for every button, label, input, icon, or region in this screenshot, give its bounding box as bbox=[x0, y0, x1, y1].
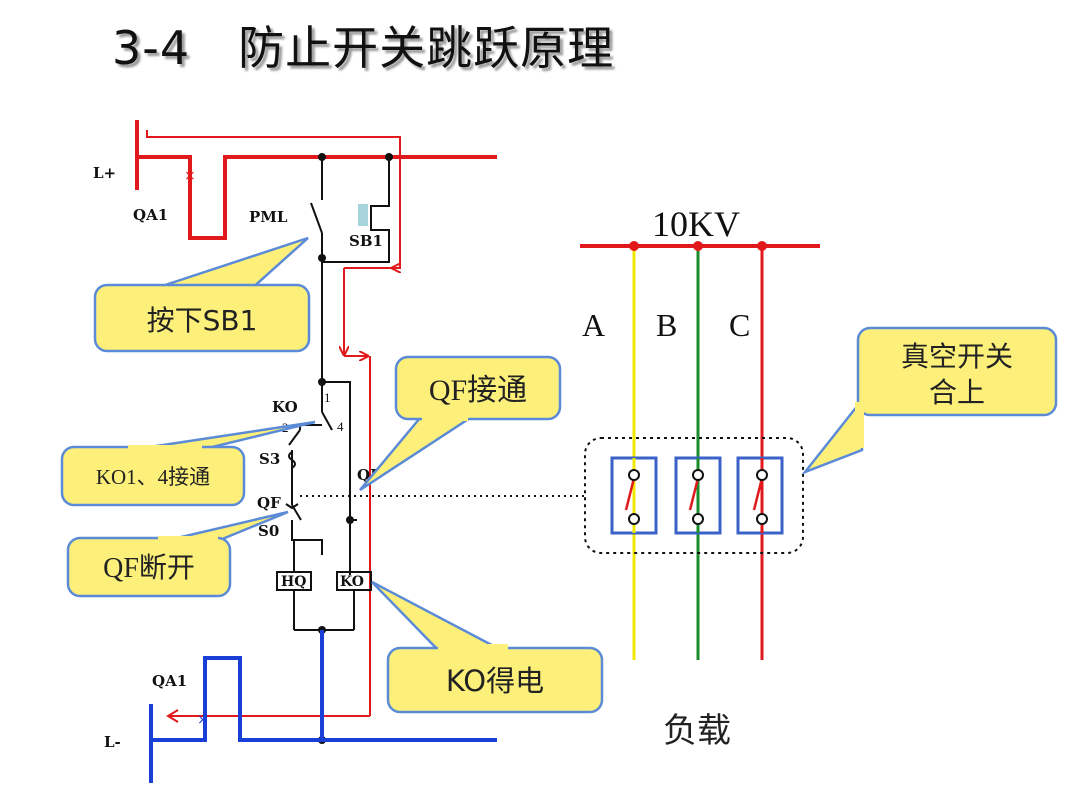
callout-ko-energized: KO得电 bbox=[371, 580, 604, 714]
phase-a-label: A bbox=[582, 307, 605, 343]
vacuum-switch-poles bbox=[610, 456, 784, 535]
sb1-button-head bbox=[358, 204, 368, 226]
s3-spring-icon bbox=[288, 451, 296, 469]
callout-qf-off: QF断开 bbox=[66, 510, 289, 598]
voltage-label: 10KV bbox=[652, 204, 740, 244]
phase-b-label: B bbox=[656, 307, 677, 343]
pml-label: PML bbox=[249, 208, 288, 226]
l-minus-label: L- bbox=[104, 733, 121, 751]
pin-4-label: 4 bbox=[337, 419, 344, 434]
l-plus-bus bbox=[135, 120, 497, 240]
qa1-top-label: QA1 bbox=[133, 206, 168, 224]
qa1-bottom-cross-mark: × bbox=[197, 712, 209, 728]
sb1-label: SB1 bbox=[349, 232, 383, 250]
s0-label: S0 bbox=[258, 522, 279, 540]
callout-vacuum-line1: 真空开关 bbox=[901, 340, 1013, 373]
callout-ko1-4-text: KO1、4接通 bbox=[96, 465, 210, 489]
title-text: 防止开关跳跃原理 bbox=[238, 21, 615, 75]
l-minus-bus bbox=[149, 630, 497, 783]
s3-label: S3 bbox=[259, 450, 280, 468]
qf-label: QF bbox=[257, 494, 281, 512]
control-circuit bbox=[276, 157, 390, 631]
ko-label: KO bbox=[272, 398, 298, 416]
current-flow-arrows bbox=[146, 130, 401, 723]
vacuum-switch-enclosure bbox=[584, 437, 804, 554]
callout-vacuum-closed: 真空开关 合上 bbox=[801, 326, 1058, 475]
callout-ko1-4: KO1、4接通 bbox=[60, 420, 316, 507]
callout-qf-on: QF接通 bbox=[359, 355, 562, 492]
callout-ko-energized-text: KO得电 bbox=[446, 664, 544, 698]
pin-1-label: 1 bbox=[324, 390, 331, 405]
load-label: 负载 bbox=[663, 711, 731, 751]
callout-press-sb1: 按下SB1 bbox=[93, 236, 311, 353]
hq-coil-label: HQ bbox=[281, 574, 306, 590]
title-number: 3-4 bbox=[112, 21, 191, 75]
callout-vacuum-line2: 合上 bbox=[929, 376, 985, 409]
l-plus-label: L+ bbox=[93, 164, 116, 182]
callout-qf-on-text: QF接通 bbox=[429, 374, 527, 407]
callout-press-sb1-text: 按下SB1 bbox=[147, 304, 258, 337]
callout-qf-off-text: QF断开 bbox=[103, 552, 195, 584]
phase-c-label: C bbox=[729, 307, 750, 343]
qa1-bottom-label: QA1 bbox=[152, 672, 187, 690]
bus-junctions bbox=[629, 241, 767, 251]
qa1-cross-mark: × bbox=[184, 168, 196, 184]
qf-contact-icon bbox=[285, 503, 299, 510]
page-title: 3-4 防止开关跳跃原理 bbox=[112, 12, 614, 78]
ko-coil-label: KO bbox=[340, 574, 364, 590]
